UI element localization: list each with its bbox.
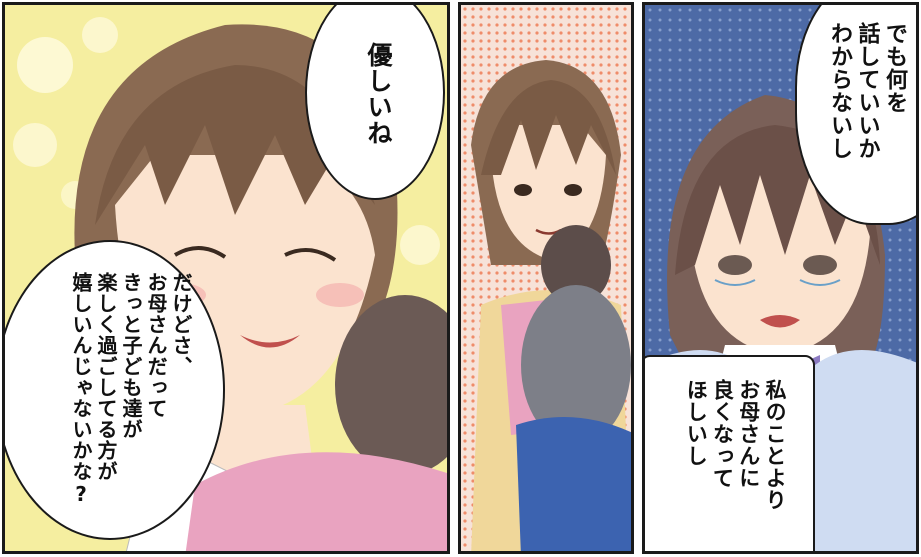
bubble-text-line: 楽しく過ごしてる方が — [94, 272, 118, 482]
bubble-text-line: ほしいし — [684, 379, 709, 467]
speech-bubble-bottom: 私のことより お母さんに 良くなって ほしいし — [645, 355, 815, 551]
bubble-text-line: わからないし — [827, 22, 852, 160]
panel-3: でも何を 話していいか わからないし 私のことより お母さんに 良くなって ほし… — [642, 2, 919, 554]
speech-bubble-top: でも何を 話していいか わからないし — [795, 5, 916, 225]
bubble-text-line: お母さんに — [736, 379, 761, 489]
bubble-text-line: 優しいね — [364, 42, 393, 146]
bubble-text-line: きっと子ども達が — [119, 272, 143, 440]
bubble-text-line: 良くなって — [710, 379, 735, 489]
panel-2-artwork — [461, 5, 631, 551]
bubble-text-line: 話していいか — [854, 22, 880, 160]
bubble-text-line: だけどさ、 — [169, 272, 193, 377]
panel-2 — [458, 2, 634, 554]
bubble-text-line: 私のことより — [763, 379, 787, 511]
panel-1: 優しいね だけどさ、 お母さんだって きっと子ども達が 楽しく過ごしてる方が 嬉… — [2, 2, 450, 554]
bubble-text-line: 嬉しいんじゃないかな? — [69, 272, 93, 507]
bubble-text-line: お母さんだって — [144, 272, 168, 419]
speech-bubble-bottom: だけどさ、 お母さんだって きっと子ども達が 楽しく過ごしてる方が 嬉しいんじゃ… — [5, 240, 225, 540]
speech-bubble-top: 優しいね — [305, 5, 445, 200]
bubble-text-line: でも何を — [882, 22, 907, 114]
